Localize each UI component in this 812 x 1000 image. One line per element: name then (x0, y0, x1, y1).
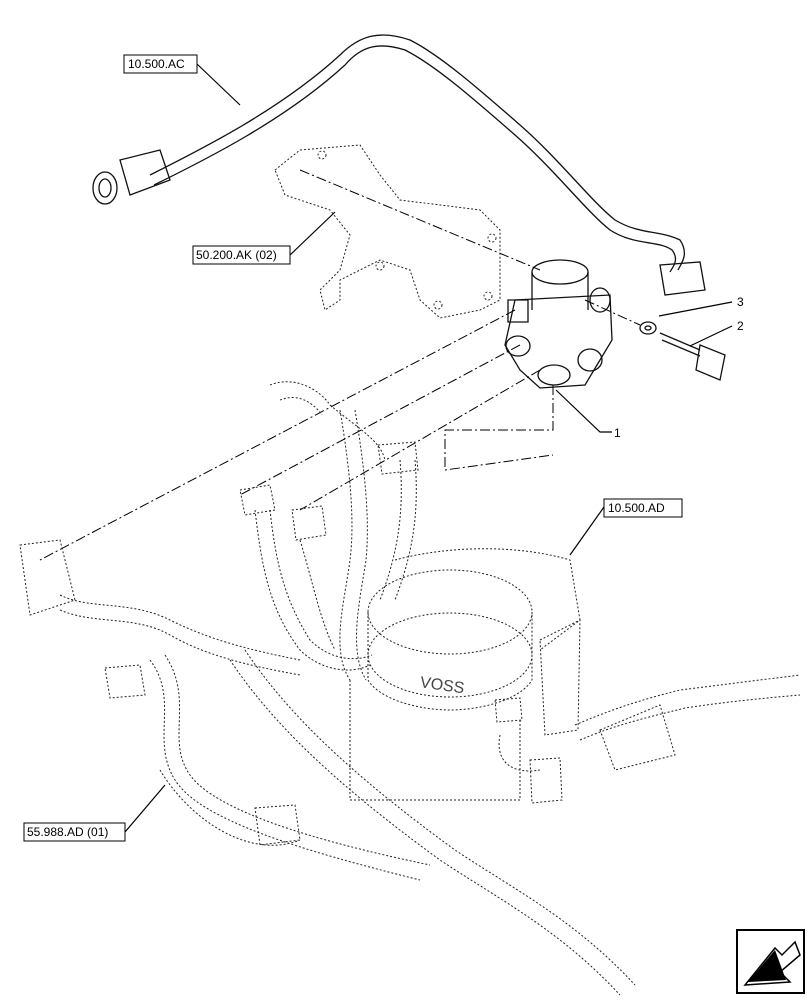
lower-harness (19, 381, 636, 996)
callout-leaders (124, 63, 733, 833)
item-number-3: 3 (737, 295, 744, 309)
callout-label: 50.200.AK (02) (196, 248, 277, 262)
bolt (659, 332, 726, 381)
washer (639, 321, 657, 335)
callout-label: 10.500.AD (608, 501, 665, 515)
assembly-guides (39, 169, 641, 561)
callout-label: 10.500.AC (128, 57, 185, 71)
reservoir-brand-text: VOSS (419, 674, 465, 697)
reservoir-10-500-ad: VOSS (349, 548, 801, 804)
callout-55-988-ad-01[interactable]: 55.988.AD (01) (23, 822, 126, 842)
harness-connectors (239, 441, 419, 541)
item-number-1: 1 (614, 426, 621, 440)
callout-50-200-ak-02[interactable]: 50.200.AK (02) (192, 245, 291, 265)
callout-10-500-ac[interactable]: 10.500.AC (123, 54, 198, 74)
callout-label: 55.988.AD (01) (27, 825, 108, 839)
item-number-2: 2 (737, 319, 744, 333)
callout-10-500-ad[interactable]: 10.500.AD (603, 498, 683, 518)
valve-assembly (504, 259, 613, 389)
bracket-50-200-ak (274, 144, 501, 319)
arrow-left-icon[interactable] (736, 929, 805, 994)
harness-10-500-ac (92, 34, 706, 296)
